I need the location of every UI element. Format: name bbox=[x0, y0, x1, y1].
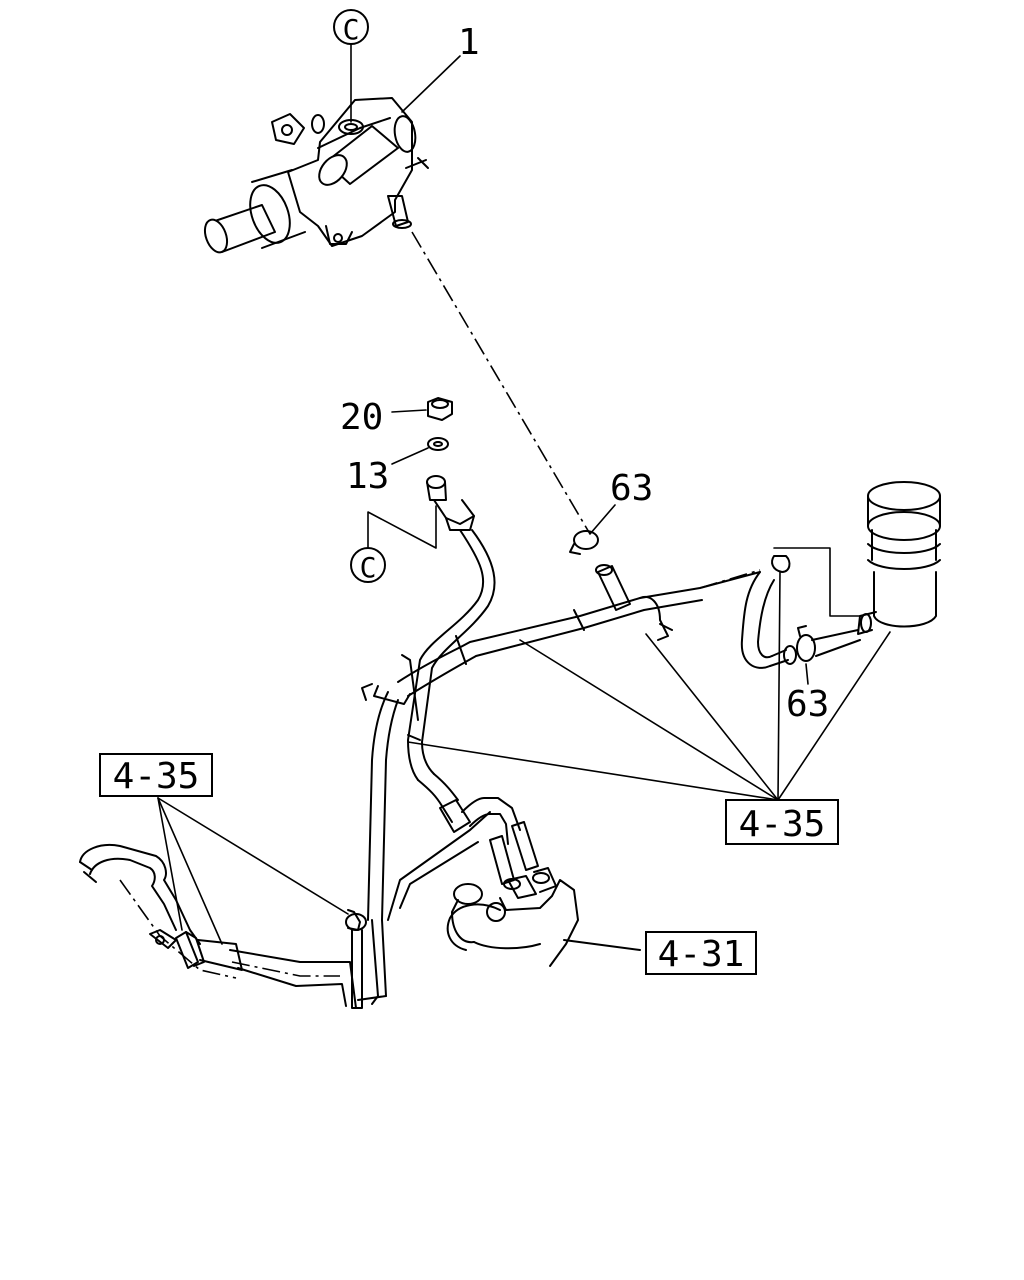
svg-text:1: 1 bbox=[458, 22, 480, 63]
pipe-joint-lower bbox=[345, 811, 491, 1009]
callout-circle-c-top: C bbox=[333, 9, 369, 123]
pressure-hose bbox=[401, 475, 521, 845]
return-hose-assembly bbox=[397, 564, 797, 697]
fluid-reservoir bbox=[771, 481, 941, 657]
svg-text:C: C bbox=[360, 551, 377, 584]
svg-text:63: 63 bbox=[786, 684, 829, 725]
svg-text:63: 63 bbox=[610, 468, 653, 509]
nut-part-20: 20 bbox=[340, 397, 453, 438]
ref-box-left: 4-35 bbox=[99, 753, 213, 797]
callout-circle-c-bottom: C bbox=[350, 505, 437, 584]
hose-clamp-63-lower: 63 bbox=[786, 625, 829, 725]
svg-text:20: 20 bbox=[340, 397, 383, 438]
power-steering-pump bbox=[203, 97, 429, 254]
svg-text:4-35: 4-35 bbox=[113, 756, 200, 797]
return-pipe-vertical bbox=[361, 683, 411, 921]
svg-text:4-35: 4-35 bbox=[739, 804, 826, 845]
svg-text:C: C bbox=[343, 13, 360, 46]
center-line-pump bbox=[411, 231, 591, 535]
hose-clamp-63-upper: 63 bbox=[569, 468, 653, 555]
ref-box-right: 4-35 bbox=[725, 799, 839, 845]
leader-lines-left bbox=[157, 797, 349, 945]
steering-gearbox bbox=[446, 821, 641, 967]
leader-lines-right bbox=[407, 571, 891, 801]
callout-part-1: 1 bbox=[401, 22, 480, 113]
svg-text:4-31: 4-31 bbox=[658, 934, 745, 975]
svg-text:13: 13 bbox=[346, 456, 389, 497]
ref-box-gearbox: 4-31 bbox=[645, 931, 757, 975]
steering-lines-left bbox=[79, 844, 357, 1009]
washer-part-13: 13 bbox=[346, 437, 449, 497]
